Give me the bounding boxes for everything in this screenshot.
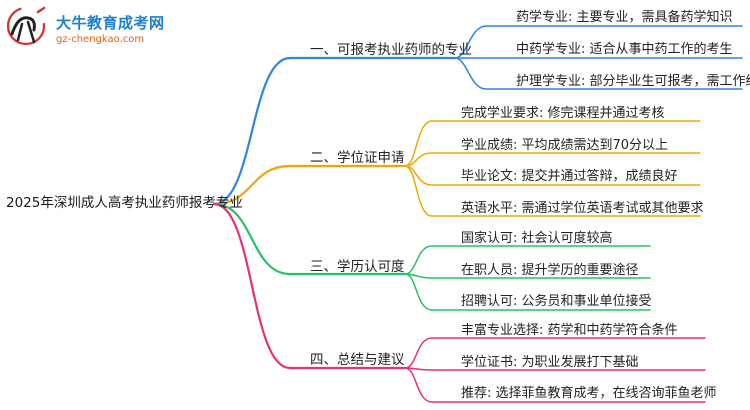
branch-1-leaf-2: 中药学专业: 适合从事中药工作的考生 [516, 42, 733, 57]
root-topic: 2025年深圳成人高考执业药师报考专业 [6, 195, 243, 211]
branch-2-leaf-1: 完成学业要求: 修完课程并通过考核 [461, 106, 665, 121]
branch-1-leaf-3-connector [454, 57, 743, 90]
branch-4-leaf-3: 推荐: 选择菲鱼教育成考，在线咨询菲鱼老师 [461, 386, 717, 401]
branch-3-leaf-2: 在职人员: 提升学历的重要途径 [461, 263, 639, 278]
branch-3-leaf-2-connector [404, 273, 651, 279]
branch-3-connector [212, 202, 407, 276]
branch-1-leaf-3: 护理学专业: 部分毕业生可报考，需工作经验 [516, 74, 750, 89]
branch-2-leaf-3: 毕业论文: 提交并通过答辩，成绩良好 [461, 169, 678, 184]
branch-1-leaf-1-connector [454, 25, 743, 59]
branch-2-topic: 二、学位证申请 [310, 150, 405, 166]
branch-1-leaf-1: 药学专业: 主要专业，需具备药学知识 [516, 10, 733, 25]
branch-4-leaf-1-connector [404, 337, 706, 369]
branch-3-leaf-1: 国家认可: 社会认可度较高 [461, 231, 613, 246]
branch-1-topic: 一、可报考执业药师的专业 [310, 42, 472, 58]
branch-2-leaf-2-connector [404, 152, 701, 167]
branch-1-connector [212, 56, 457, 206]
branch-3-leaf-3-connector [404, 273, 651, 311]
branch-4-leaf-2: 学位证书: 为职业发展打下基础 [461, 355, 639, 370]
branch-4-topic: 四、总结与建议 [310, 352, 405, 368]
branch-3-leaf-1-connector [404, 245, 651, 275]
branch-4-leaf-3-connector [404, 367, 706, 403]
branch-4-leaf-1: 丰富专业选择: 药学和中药学符合条件 [461, 323, 678, 338]
branch-2-leaf-4: 英语水平: 需通过学位英语考试或其他要求 [461, 201, 704, 216]
logo-url: gz-chengkao.com [56, 34, 145, 45]
logo-title: 大牛教育成考网 [56, 14, 165, 32]
branch-2-leaf-2: 学业成绩: 平均成绩需达到70分以上 [461, 138, 669, 153]
branch-2-leaf-4-connector [404, 165, 701, 217]
branch-3-leaf-3: 招聘认可: 公务员和事业单位接受 [461, 294, 652, 309]
bull-logo-icon [6, 6, 46, 46]
branch-2-connector [212, 164, 407, 206]
brand-logo: 大牛教育成考网 gz-chengkao.com [4, 4, 164, 54]
branch-2-leaf-1-connector [404, 120, 701, 167]
branch-4-leaf-2-connector [404, 367, 706, 371]
branch-3-topic: 三、学历认可度 [310, 259, 405, 275]
branch-4-connector [212, 202, 407, 370]
